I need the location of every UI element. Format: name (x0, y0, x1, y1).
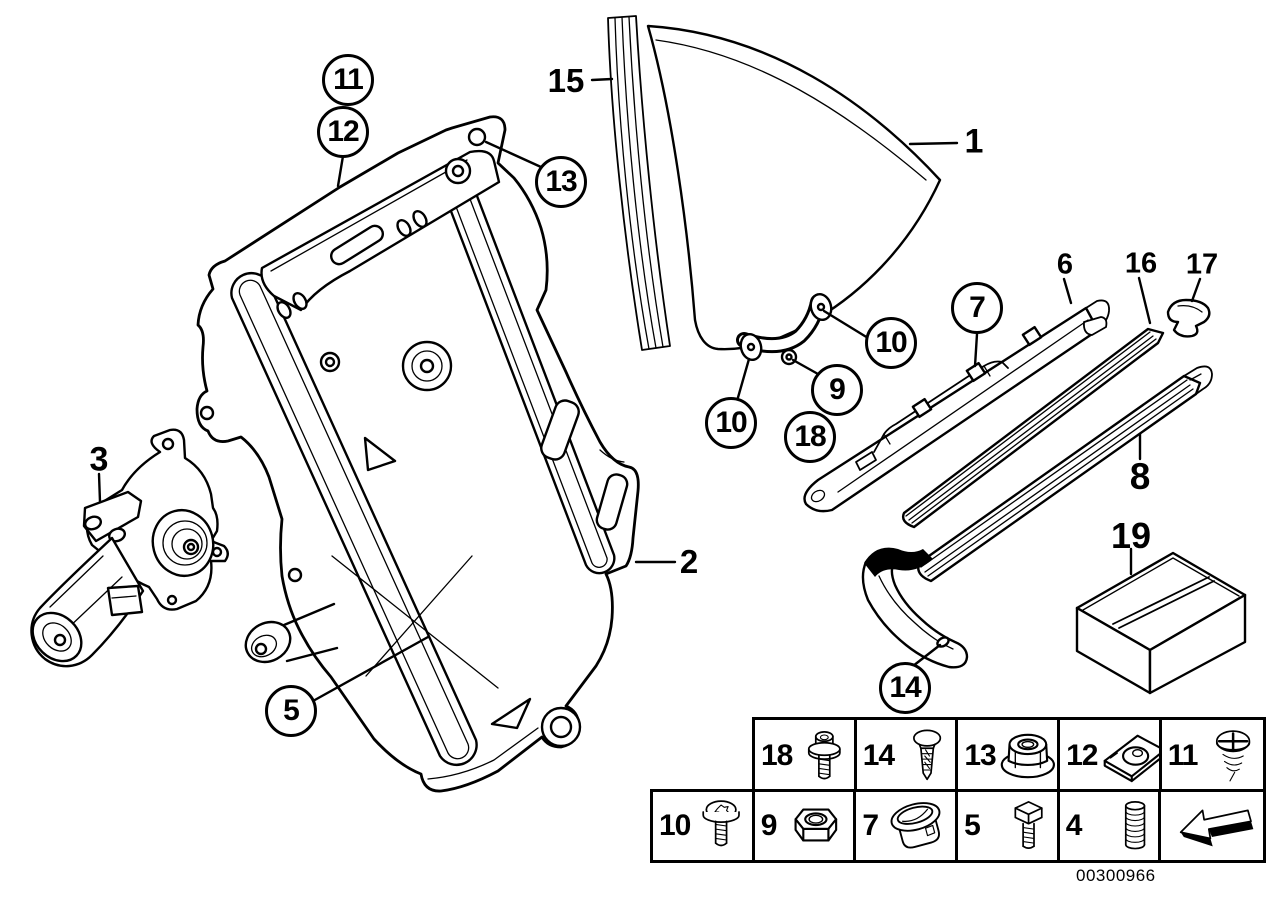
window-lifter-frame (195, 115, 640, 793)
legend-cell-11[interactable]: 11 (1161, 720, 1263, 792)
flange-nut-icon (1000, 733, 1055, 779)
callout-16[interactable]: 16 (1124, 247, 1158, 280)
bolt-with-washer-icon (807, 731, 841, 780)
legend-cell-number: 14 (862, 739, 895, 772)
callout-1[interactable]: 1 (964, 122, 984, 161)
expanding-rivet-icon (912, 729, 941, 781)
clip-nut-icon (1104, 734, 1159, 783)
legend-cell-4[interactable]: 4 (1059, 792, 1162, 860)
legend-table-row-1: 18 14 13 (752, 717, 1266, 792)
legend-cell-5[interactable]: 5 (958, 792, 1060, 860)
legend-table-row-2: 10 9 7 (650, 789, 1266, 863)
callout-8[interactable]: 8 (1129, 456, 1151, 497)
leader-lines (97, 77, 1202, 703)
legend-cell-18[interactable]: 18 (755, 720, 857, 792)
legend-cell-number: 9 (760, 809, 778, 842)
legend-cell-10[interactable]: 10 (653, 792, 755, 860)
legend-cell-number: 18 (761, 739, 793, 772)
door-window-glass (646, 24, 942, 351)
callout-17[interactable]: 17 (1185, 248, 1219, 281)
callout-2[interactable]: 2 (679, 543, 699, 580)
callout-14[interactable]: 14 (879, 662, 931, 714)
legend-cell-number: 12 (1066, 739, 1098, 772)
torx-screw-icon (702, 800, 741, 847)
callout-9[interactable]: 9 (811, 364, 863, 416)
callout-10-upper[interactable]: 10 (865, 317, 917, 369)
callout-10-lower[interactable]: 10 (705, 397, 757, 449)
callout-5[interactable]: 5 (265, 685, 317, 737)
callout-18[interactable]: 18 (784, 411, 836, 463)
legend-cell-13[interactable]: 13 (958, 720, 1061, 792)
grommet-icon (890, 802, 940, 849)
callout-13[interactable]: 13 (535, 156, 587, 208)
rail-end-cap (1166, 298, 1211, 338)
legend-cell-12[interactable]: 12 (1060, 720, 1162, 792)
direction-arrow-icon (1179, 809, 1254, 847)
legend-cell-number: 7 (862, 809, 879, 842)
window-guide-rail (803, 299, 1110, 513)
screw-with-spring-washer-icon (1215, 730, 1251, 782)
legend-cell-number: 5 (964, 809, 981, 842)
callout-11[interactable]: 11 (322, 54, 374, 106)
parts-kit-box (1075, 551, 1247, 695)
legend-cell-7[interactable]: 7 (856, 792, 959, 860)
legend-cell-arrow[interactable] (1161, 792, 1263, 860)
window-lifter-motor (30, 428, 229, 668)
callout-3[interactable]: 3 (89, 440, 109, 479)
doc-number: 00300966 (1076, 866, 1156, 885)
callout-19[interactable]: 19 (1110, 515, 1152, 556)
sealing-strip-lower (917, 365, 1213, 583)
legend-cell-number: 11 (1167, 739, 1199, 772)
threaded-stud-icon (1125, 801, 1146, 850)
legend-cell-14[interactable]: 14 (856, 720, 959, 792)
rail-end-bracket (861, 547, 969, 669)
legend-cell-number: 13 (964, 739, 996, 772)
callout-15[interactable]: 15 (547, 62, 585, 99)
glass-bracket-arm (736, 292, 833, 366)
sealing-strip-upper (901, 327, 1165, 529)
legend-cell-number: 4 (1065, 809, 1083, 842)
callout-7[interactable]: 7 (951, 282, 1003, 334)
legend-cell-9[interactable]: 9 (754, 792, 857, 860)
callout-6[interactable]: 6 (1056, 248, 1074, 281)
hex-bolt-icon (1014, 801, 1043, 850)
window-guide-seal-strip (607, 15, 671, 351)
legend-cell-number: 10 (659, 809, 691, 842)
hex-nut-icon (794, 808, 837, 842)
callout-12[interactable]: 12 (317, 106, 369, 158)
